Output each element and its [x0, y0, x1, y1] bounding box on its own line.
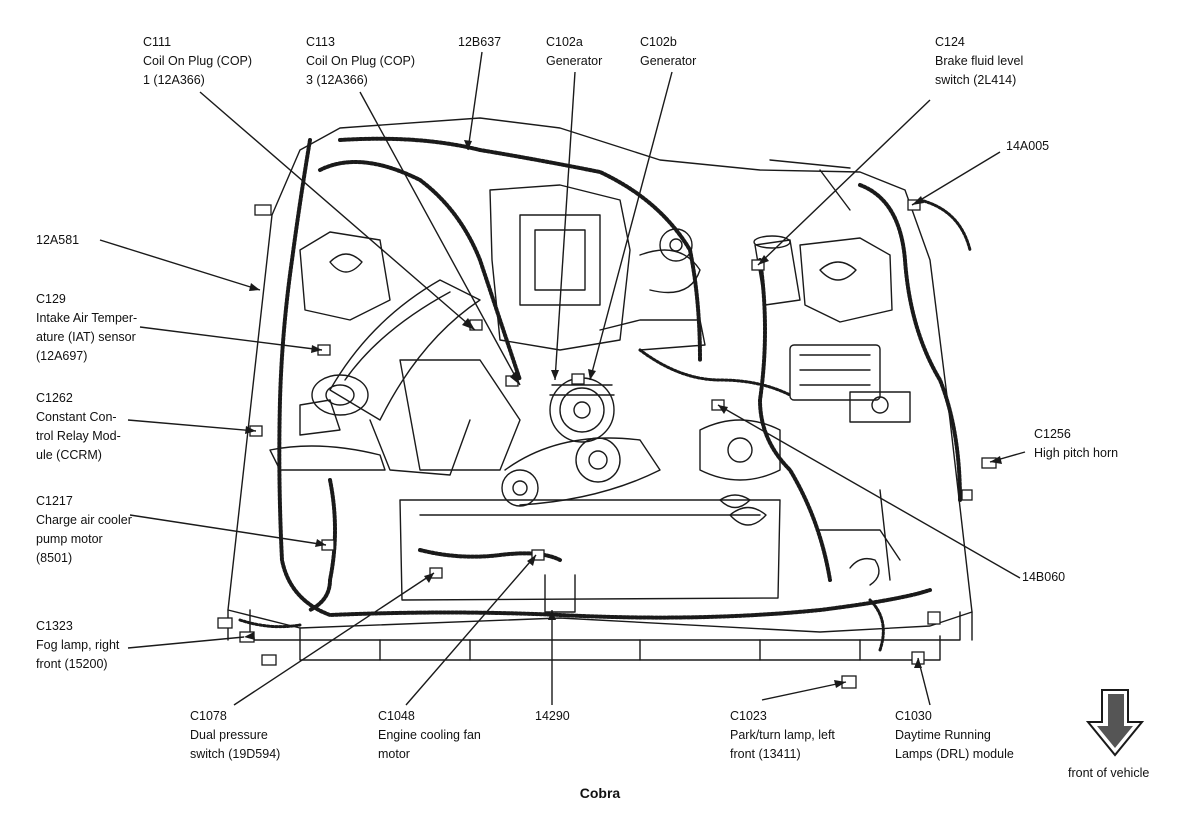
- label-14a005: 14A005: [1006, 139, 1050, 153]
- label-c113: C113 Coil On Plug (COP) 3 (12A366): [306, 35, 416, 87]
- engine-block: [489, 184, 631, 351]
- fuse-box: [789, 344, 881, 401]
- label-c129: C129 Intake Air Temper- ature (IAT) sens…: [36, 292, 138, 363]
- label-c124: C124 Brake fluid level switch (2L414): [935, 35, 1024, 87]
- radiator-panel: [399, 499, 781, 601]
- label-c1048: C1048 Engine cooling fan motor: [378, 709, 481, 761]
- engine-bay-outline: [227, 117, 973, 633]
- label-c102a: C102a Generator: [546, 35, 603, 68]
- label-14b060: 14B060: [1022, 570, 1066, 584]
- label-c111: C111 Coil On Plug (COP) 1 (12A366): [143, 35, 253, 87]
- intake-tube: [329, 279, 481, 421]
- label-c102b: C102b Generator: [640, 35, 697, 68]
- label-12b637: 12B637: [458, 35, 502, 49]
- leader-lines: [99, 51, 1026, 706]
- label-14290: 14290: [535, 709, 570, 723]
- label-c1256: C1256 High pitch horn: [1034, 427, 1119, 460]
- label-c1262: C1262 Constant Con- trol Relay Mod- ule …: [36, 391, 121, 462]
- diagram-caption: Cobra: [579, 785, 621, 801]
- label-c1023: C1023 Park/turn lamp, left front (13411): [730, 709, 835, 761]
- label-c1030: C1030 Daytime Running Lamps (DRL) module: [895, 709, 1014, 761]
- front-of-vehicle-arrow-icon: [1085, 689, 1145, 757]
- label-12a581: 12A581: [36, 233, 80, 247]
- label-c1323: C1323 Fog lamp, right front (15200): [36, 619, 120, 671]
- label-c1217: C1217 Charge air cooler pump motor (8501…: [36, 494, 132, 565]
- wiring-harness: [238, 136, 972, 652]
- label-c1078: C1078 Dual pressure switch (19D594): [190, 709, 281, 761]
- front-of-vehicle-label: front of vehicle: [1068, 766, 1150, 780]
- leader-arrowheads: [244, 140, 1002, 688]
